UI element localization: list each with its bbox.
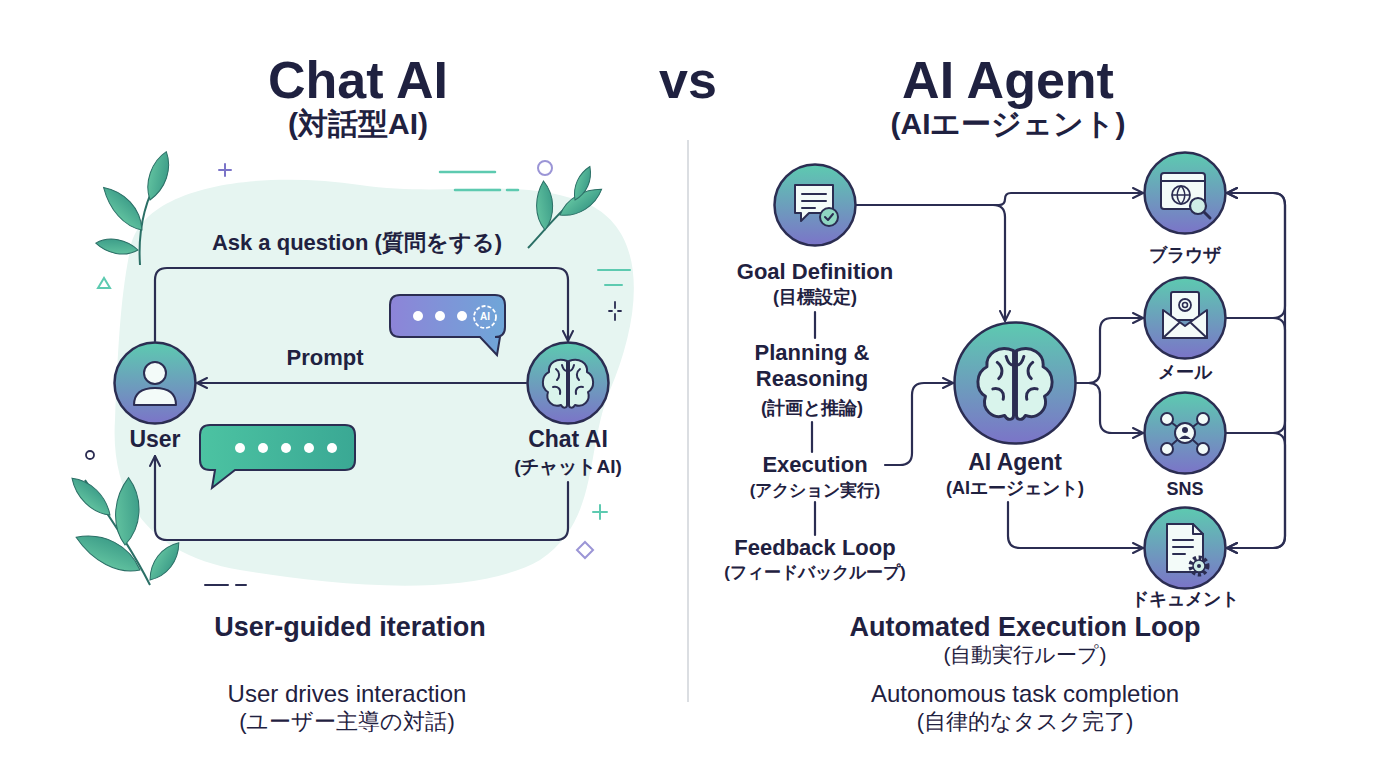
panel-subheading: (対話型AI)	[288, 106, 428, 142]
leaves	[69, 150, 607, 585]
connector	[885, 383, 953, 465]
node-circle	[953, 321, 1077, 445]
circle-outline	[1145, 508, 1226, 589]
node-circle	[1143, 276, 1227, 360]
node-subtitle: (アクション実行)	[750, 481, 880, 501]
node-icon	[543, 360, 593, 408]
circle-outline	[955, 323, 1076, 444]
connector	[155, 456, 568, 540]
divider	[687, 140, 689, 702]
summary-heading: User-guided iteration	[214, 611, 486, 643]
speech-bubble	[200, 425, 355, 488]
node-title: Goal Definition	[737, 259, 893, 285]
node-icon	[1161, 413, 1209, 455]
node-title: Planning & Reasoning	[727, 340, 897, 393]
node-icon	[1161, 173, 1210, 218]
panel-heading: Chat AI	[268, 49, 448, 111]
chat-ai-node: Chat AI(チャットAI)	[526, 341, 610, 482]
circle-outline	[1145, 153, 1226, 234]
node-circle	[1143, 151, 1227, 235]
node-title: User	[129, 426, 180, 454]
node-subtitle: (チャットAI)	[514, 456, 622, 479]
step-node: Feedback Loop(フィードバックループ)	[720, 535, 910, 585]
connector	[857, 205, 1005, 321]
panel-subheading: (AIエージェント)	[891, 106, 1126, 142]
circle-outline	[115, 343, 196, 424]
connector	[1008, 502, 1143, 548]
circle-outline	[1145, 278, 1226, 359]
versus-label: vs	[659, 49, 717, 111]
connector	[814, 312, 816, 338]
agent-node: AI Agent(AIエージェント)	[953, 321, 1077, 502]
connector	[197, 382, 526, 384]
edge-label: Prompt	[287, 345, 364, 371]
node-title: AI Agent	[968, 449, 1062, 477]
node-icon	[134, 362, 176, 405]
circle-outline	[528, 343, 609, 424]
connector	[811, 422, 813, 452]
connector	[814, 502, 816, 535]
tool-node: ドキュメント	[1143, 506, 1227, 612]
connector	[1227, 433, 1285, 548]
step-node: Planning & Reasoning (計画と推論)	[727, 338, 897, 422]
node-title: メール	[1158, 362, 1212, 384]
node-title: Execution	[762, 452, 867, 478]
summary-text: (ユーザー主導の対話)	[239, 709, 455, 735]
circle-outline	[1145, 393, 1226, 474]
node-subtitle: (計画と推論)	[761, 398, 863, 420]
node-subtitle: (目標設定)	[773, 287, 857, 309]
summary-text: (自動実行ループ)	[944, 642, 1107, 667]
node-circle	[1143, 391, 1227, 475]
node-title: ドキュメント	[1131, 589, 1239, 611]
connector	[1077, 318, 1143, 383]
node-icon	[795, 185, 838, 226]
summary-text: User drives interaction	[228, 680, 467, 709]
bubble-icon-label: AI	[480, 311, 490, 323]
node-circle	[113, 341, 197, 425]
connector	[1227, 193, 1285, 433]
node-circle	[773, 163, 857, 247]
decorations	[86, 161, 630, 585]
background-blob	[115, 180, 634, 586]
panel-heading: AI Agent	[902, 49, 1114, 111]
node-subtitle: (フィードバックループ)	[724, 563, 905, 583]
node-circle	[1143, 506, 1227, 590]
connector	[1227, 318, 1285, 548]
summary-text: (自律的なタスク完了)	[917, 709, 1134, 735]
summary-text: Autonomous task completion	[871, 680, 1179, 709]
node-title: ブラウザ	[1149, 245, 1221, 267]
speech-bubble	[390, 295, 505, 355]
node-subtitle: (AIエージェント)	[946, 478, 1084, 500]
circle-outline	[775, 165, 856, 246]
tool-node: SNS	[1143, 391, 1227, 502]
user-node: User	[113, 341, 197, 456]
edge-label: Ask a question (質問をする)	[212, 230, 502, 256]
node-icon	[1163, 292, 1207, 338]
step-node: Goal Definition(目標設定)	[773, 163, 857, 312]
tool-node: ブラウザ	[1143, 151, 1227, 268]
node-icon	[1167, 524, 1207, 574]
node-circle	[526, 341, 610, 425]
connector	[857, 193, 1143, 205]
node-title: Feedback Loop	[734, 535, 895, 561]
step-node: Execution (アクション実行)	[745, 452, 885, 502]
tool-node: メール	[1143, 276, 1227, 385]
connector	[1227, 193, 1285, 318]
connector	[155, 268, 568, 341]
node-icon	[978, 349, 1052, 420]
node-title: Chat AI	[528, 426, 608, 454]
node-title: SNS	[1166, 479, 1203, 501]
connector	[1077, 383, 1143, 433]
summary-heading: Automated Execution Loop	[850, 611, 1201, 643]
